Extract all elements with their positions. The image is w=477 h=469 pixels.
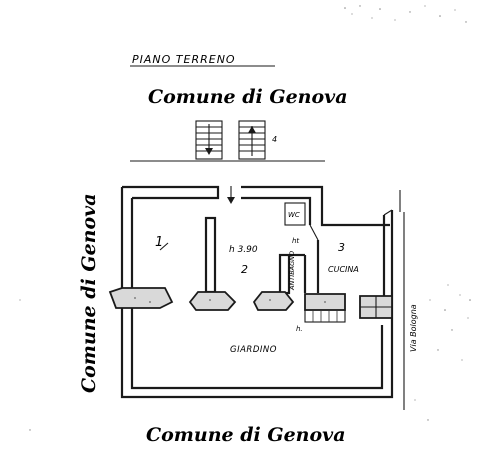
staircase-left bbox=[195, 120, 223, 160]
room-2-number: 2 bbox=[241, 263, 248, 276]
entrance-arrow-icon bbox=[227, 186, 235, 204]
street-boundary bbox=[383, 190, 405, 410]
street-label: Via Bologna bbox=[409, 304, 418, 352]
staircase-right bbox=[238, 120, 266, 160]
building-walls bbox=[120, 185, 394, 330]
scan-noise bbox=[19, 5, 471, 431]
garden-steps bbox=[304, 309, 346, 323]
small-mark-lower: h. bbox=[296, 325, 303, 333]
arrow-up-icon bbox=[248, 126, 256, 133]
arrow-down-icon bbox=[205, 148, 213, 155]
room-3-number: 3 bbox=[338, 241, 345, 254]
stair-number: 4 bbox=[272, 135, 277, 144]
room-2-height: h 3.90 bbox=[229, 245, 258, 255]
neighbor-bottom-label: Comune di Genova bbox=[146, 424, 346, 446]
room-1-number: 1 bbox=[155, 235, 163, 250]
neighbor-top-label: Comune di Genova bbox=[148, 86, 348, 108]
wc-label: WC bbox=[288, 211, 300, 219]
garden-walls bbox=[120, 308, 394, 399]
room-1-tick bbox=[159, 242, 169, 251]
room-3-label: CUCINA bbox=[328, 265, 359, 274]
garden-label: GIARDINO bbox=[230, 345, 277, 355]
neighbor-left-label: Comune di Genova bbox=[78, 194, 100, 394]
small-mark-upper: ht bbox=[292, 237, 299, 245]
antibagno-label: ANTIBAGNO bbox=[288, 251, 296, 291]
facade-piers bbox=[108, 287, 393, 319]
floor-label: PIANO TERRENO bbox=[132, 53, 236, 66]
